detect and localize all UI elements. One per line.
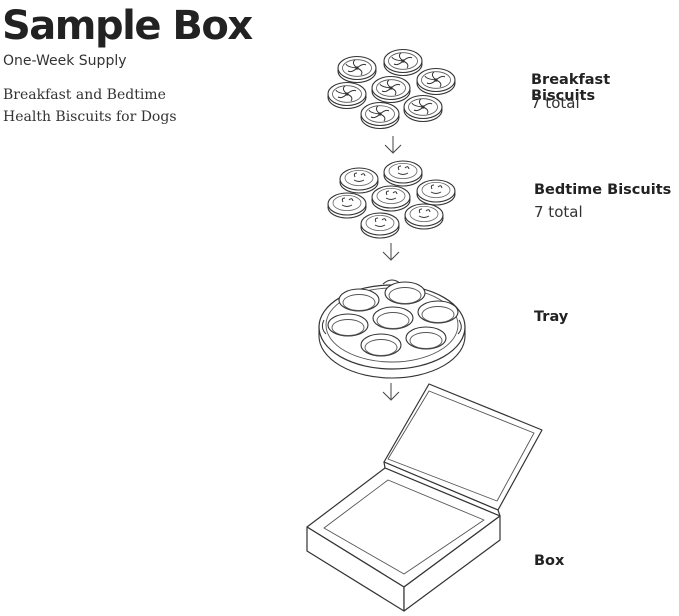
tray-illustration (318, 279, 466, 379)
description-line-1: Breakfast and Bedtime (3, 87, 166, 103)
arrow-down-icon (382, 242, 400, 261)
box-label: Box (534, 553, 565, 569)
box-illustration (306, 383, 543, 612)
arrow-down-icon (384, 135, 402, 154)
product-description: Breakfast and Bedtime Health Biscuits fo… (3, 84, 177, 128)
breakfast-biscuits-count: 7 total (531, 94, 580, 112)
description-line-2: Health Biscuits for Dogs (3, 109, 177, 125)
breakfast-biscuits-label: Breakfast Biscuits (531, 72, 611, 104)
bedtime-biscuits-label: Bedtime Biscuits (534, 182, 672, 198)
arrow-down-icon (382, 382, 400, 401)
bedtime-biscuits-count: 7 total (534, 203, 583, 221)
breakfast-biscuit-cluster (327, 48, 456, 130)
tray-label: Tray (534, 309, 569, 325)
page-title: Sample Box (2, 3, 253, 49)
bedtime-biscuit-cluster (327, 160, 456, 239)
page-subtitle: One-Week Supply (3, 53, 127, 69)
